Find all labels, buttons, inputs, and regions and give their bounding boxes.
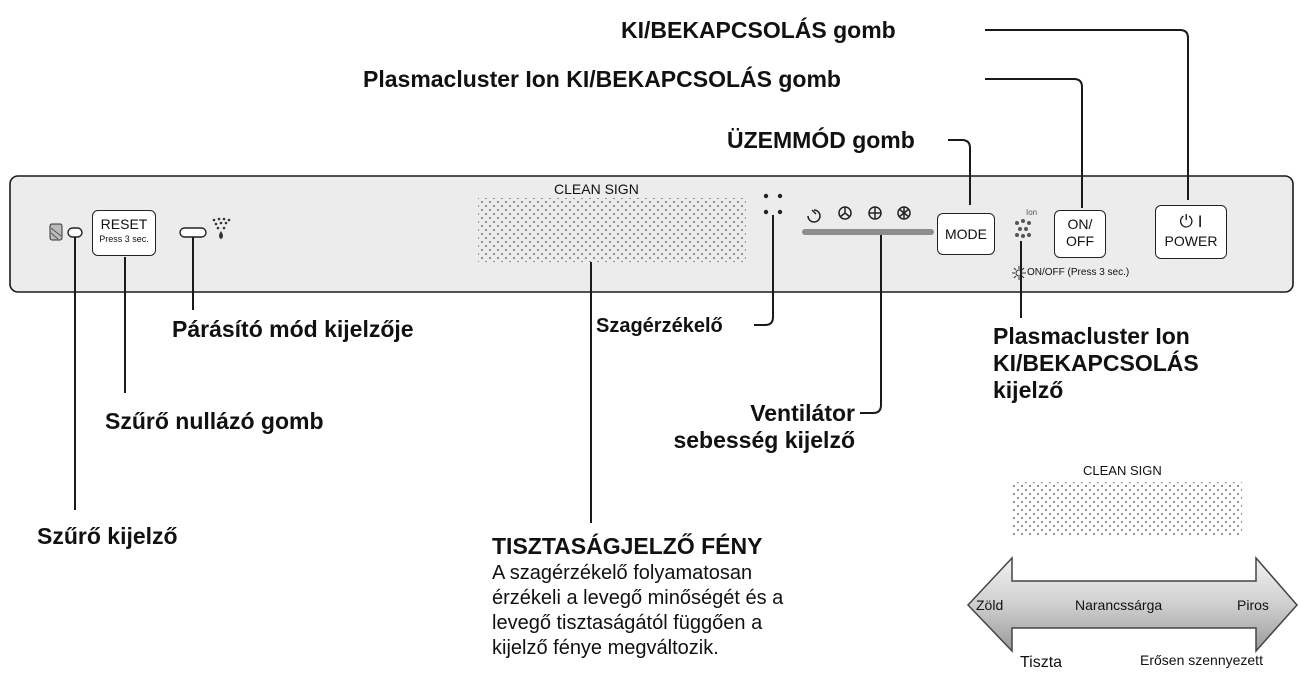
clean-scale-arrow [966,555,1298,653]
power-button[interactable]: ⏻ I POWER [1155,205,1227,259]
callout-fan-speed: Ventilátor sebesség kijelző [640,400,855,454]
power-button-label: POWER [1164,233,1218,249]
callout-fan-line1: Ventilátor [750,400,855,426]
legend-clean-sign-label: CLEAN SIGN [1083,463,1162,478]
callout-lines [74,29,1189,523]
fan-speed-icons [807,206,911,223]
callout-plasmacluster-indicator: Plasmacluster Ion KI/BEKAPCSOLÁS kijelző [993,323,1199,404]
reset-button-label: RESET [100,216,148,232]
reset-button-hint: Press 3 sec. [99,234,149,244]
ion-onoff-button[interactable]: ON/ OFF [1054,210,1106,258]
fan-speed-bar [802,229,934,235]
odor-sensor-icon [763,193,783,215]
mode-button-label: MODE [945,226,987,242]
ion-onoff-line1: ON/ [1067,216,1093,232]
ion-icon [1015,219,1031,238]
callout-plasmacluster-line2: KI/BEKAPCSOLÁS [993,350,1199,376]
clean-desc-line3: levegő tisztaságától függően a [492,612,763,634]
callout-power-button: KI/BEKAPCSOLÁS gomb [621,17,896,43]
legend-red: Piros [1237,597,1269,613]
legend-dirty: Erősen szennyezett [1140,652,1263,668]
callout-filter-reset: Szűrő nullázó gomb [105,408,324,434]
humidify-led [179,227,207,238]
line-power [985,29,1189,200]
callout-humidify-indicator: Párásító mód kijelzője [172,316,414,342]
filter-led [67,227,83,238]
legend-orange: Narancssárga [1075,597,1163,613]
clean-sign-light [478,198,746,262]
callout-clean-light-title: TISZTASÁGJELZŐ FÉNY [492,533,763,559]
callout-odor-sensor: Szagérzékelő [596,315,723,337]
clean-desc-line1: A szagérzékelő folyamatosan [492,562,753,584]
legend-green: Zöld [976,597,1004,613]
legend-clean: Tiszta [1020,654,1063,671]
callout-filter-indicator: Szűrő kijelző [37,523,178,549]
clean-sign-label: CLEAN SIGN [554,181,639,197]
line-plasmacluster [985,78,1083,208]
line-fan [860,235,882,414]
power-icon: ⏻ I [1179,212,1203,231]
mode-button[interactable]: MODE [937,213,995,255]
reset-button[interactable]: RESET Press 3 sec. [92,210,156,256]
callout-clean-light-desc: A szagérzékelő folyamatosan érzékeli a l… [492,561,783,661]
humidify-icon [212,217,231,239]
callout-mode-button: ÜZEMMÓD gomb [727,127,915,153]
ion-onoff-line2: OFF [1066,233,1094,249]
onoff-hint: ON/OFF (Press 3 sec.) [1027,267,1130,278]
line-odor [754,215,774,326]
callout-fan-line2: sebesség kijelző [673,427,855,453]
line-mode [948,139,971,205]
clean-desc-line2: érzékeli a levegő minőségét és a [492,587,784,609]
ion-label: Ion [1026,208,1038,217]
legend-clean-sign-light [1012,482,1242,536]
clean-desc-line4: kijelző fénye megváltozik. [492,637,719,659]
callout-plasmacluster-button: Plasmacluster Ion KI/BEKAPCSOLÁS gomb [363,66,841,92]
callout-plasmacluster-line1: Plasmacluster Ion [993,323,1190,349]
callout-plasmacluster-line3: kijelző [993,377,1064,403]
